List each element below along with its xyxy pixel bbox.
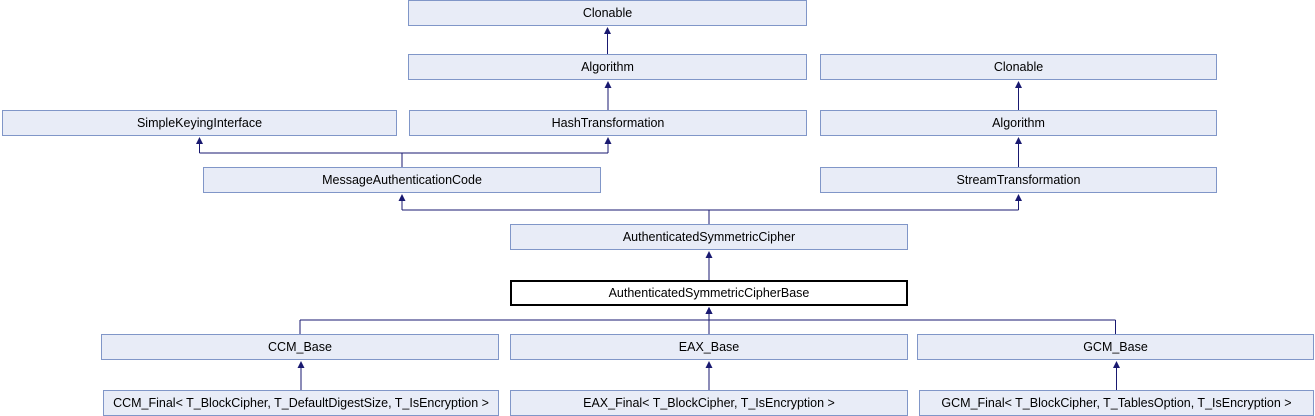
class-node-label: GCM_Base bbox=[1083, 339, 1148, 354]
class-node-asc[interactable]: AuthenticatedSymmetricCipher bbox=[510, 224, 908, 250]
class-node-label: AuthenticatedSymmetricCipher bbox=[622, 229, 796, 244]
inheritance-edge-asc-to-streamtransform bbox=[708, 194, 1022, 224]
class-node-eax_base[interactable]: EAX_Base bbox=[510, 334, 908, 360]
inheritance-edge-mac-to-simplekeying bbox=[196, 137, 403, 167]
class-node-algorithm_right[interactable]: Algorithm bbox=[820, 110, 1217, 136]
class-node-label: MessageAuthenticationCode bbox=[322, 172, 482, 187]
class-node-label: EAX_Final< T_BlockCipher, T_IsEncryption… bbox=[583, 395, 835, 410]
inheritance-edge-gcm_final-to-gcm_base bbox=[1113, 361, 1120, 390]
class-node-gcm_base[interactable]: GCM_Base bbox=[917, 334, 1314, 360]
inheritance-edge-asc-to-mac bbox=[398, 194, 710, 224]
inheritance-edge-algorithm_left-to-clonable_left bbox=[604, 27, 611, 54]
class-node-streamtransform[interactable]: StreamTransformation bbox=[820, 167, 1217, 193]
class-node-ascbase[interactable]: AuthenticatedSymmetricCipherBase bbox=[510, 280, 908, 306]
inheritance-edge-ascbase-to-asc bbox=[705, 251, 713, 280]
class-node-label: CCM_Base bbox=[268, 339, 332, 354]
class-node-label: Clonable bbox=[993, 59, 1044, 74]
class-node-label: Clonable bbox=[582, 5, 633, 20]
class-node-label: CCM_Final< T_BlockCipher, T_DefaultDiges… bbox=[113, 395, 489, 410]
class-node-clonable_left[interactable]: Clonable bbox=[408, 0, 807, 26]
class-node-hashtransform[interactable]: HashTransformation bbox=[409, 110, 807, 136]
class-node-label: AuthenticatedSymmetricCipherBase bbox=[608, 285, 810, 300]
inheritance-edge-gcm_base-to-ascbase bbox=[705, 307, 1117, 334]
class-node-label: Algorithm bbox=[581, 59, 634, 74]
class-node-gcm_final[interactable]: GCM_Final< T_BlockCipher, T_TablesOption… bbox=[919, 390, 1314, 416]
inheritance-edge-hashtransform-to-algorithm_left bbox=[604, 81, 612, 110]
inheritance-edge-streamtransform-to-algorithm_right bbox=[1015, 137, 1022, 167]
class-node-label: Algorithm bbox=[992, 115, 1045, 130]
class-node-ccm_base[interactable]: CCM_Base bbox=[101, 334, 499, 360]
class-node-label: GCM_Final< T_BlockCipher, T_TablesOption… bbox=[941, 395, 1292, 410]
class-node-label: SimpleKeyingInterface bbox=[136, 115, 263, 130]
class-node-ccm_final[interactable]: CCM_Final< T_BlockCipher, T_DefaultDiges… bbox=[103, 390, 499, 416]
inheritance-edge-eax_final-to-eax_base bbox=[705, 361, 713, 390]
inheritance-edge-eax_base-to-ascbase bbox=[705, 307, 713, 334]
class-node-label: StreamTransformation bbox=[956, 172, 1081, 187]
class-node-clonable_right[interactable]: Clonable bbox=[820, 54, 1217, 80]
class-node-label: EAX_Base bbox=[678, 339, 740, 354]
inheritance-edge-ccm_final-to-ccm_base bbox=[297, 361, 305, 390]
class-node-eax_final[interactable]: EAX_Final< T_BlockCipher, T_IsEncryption… bbox=[510, 390, 908, 416]
class-node-label: HashTransformation bbox=[551, 115, 665, 130]
class-node-mac[interactable]: MessageAuthenticationCode bbox=[203, 167, 601, 193]
class-node-algorithm_left[interactable]: Algorithm bbox=[408, 54, 807, 80]
inheritance-edge-mac-to-hashtransform bbox=[401, 137, 612, 167]
inheritance-edge-algorithm_right-to-clonable_right bbox=[1015, 81, 1022, 110]
inheritance-edge-ccm_base-to-ascbase bbox=[299, 307, 713, 334]
class-node-simplekeying[interactable]: SimpleKeyingInterface bbox=[2, 110, 397, 136]
